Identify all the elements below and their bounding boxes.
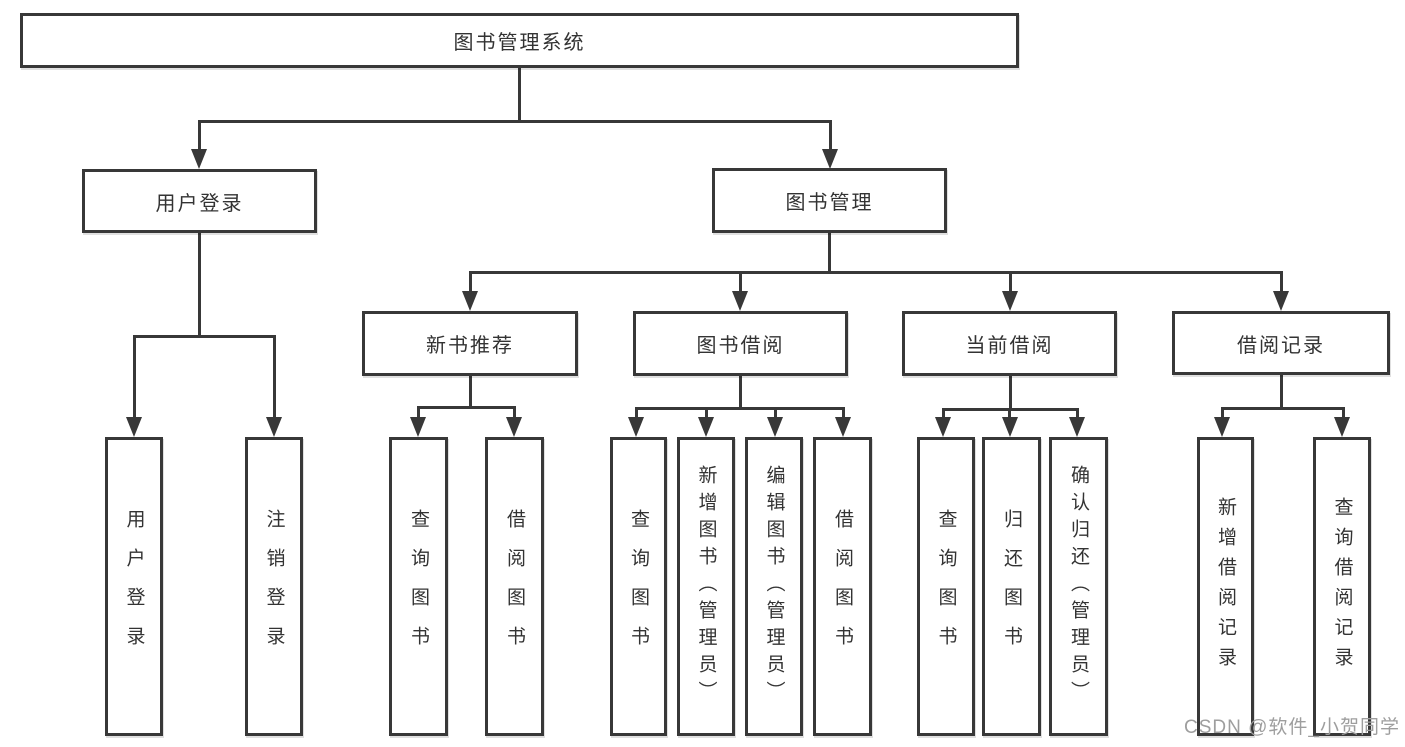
leaf-query-books-2-label: 查询图书 — [628, 508, 649, 665]
node-user-login: 用户登录 — [82, 169, 317, 233]
leaf-confirm-return-admin-label: 确认归还（管理员） — [1068, 465, 1089, 708]
leaf-query-borrow-record: 查询借阅记录 — [1313, 437, 1371, 736]
leaf-query-books-3-label: 查询图书 — [935, 508, 957, 665]
leaf-confirm-return-admin: 确认归还（管理员） — [1049, 437, 1108, 736]
leaf-user-login: 用户登录 — [105, 437, 163, 736]
leaf-return-books-label: 归还图书 — [1001, 508, 1022, 665]
leaf-add-borrow-record-label: 新增借阅记录 — [1215, 496, 1236, 677]
node-new-book-recommend: 新书推荐 — [362, 311, 578, 376]
connector-lines — [126, 68, 1350, 437]
leaf-query-books-3: 查询图书 — [917, 437, 975, 736]
node-book-management: 图书管理 — [712, 168, 947, 233]
leaf-query-books-1-label: 查询图书 — [408, 508, 429, 665]
leaf-logout-label: 注销登录 — [263, 508, 285, 665]
leaf-return-books: 归还图书 — [982, 437, 1041, 736]
node-book-borrow: 图书借阅 — [633, 311, 848, 376]
node-root-system: 图书管理系统 — [20, 13, 1019, 68]
leaf-query-books-2: 查询图书 — [610, 437, 667, 736]
node-borrow-records: 借阅记录 — [1172, 311, 1390, 375]
leaf-borrow-books-1: 借阅图书 — [485, 437, 544, 736]
leaf-query-borrow-record-label: 查询借阅记录 — [1331, 496, 1353, 677]
leaf-add-books-admin: 新增图书（管理员） — [677, 437, 735, 736]
leaf-borrow-books-1-label: 借阅图书 — [504, 508, 525, 665]
leaf-add-borrow-record: 新增借阅记录 — [1197, 437, 1254, 736]
leaf-add-books-admin-label: 新增图书（管理员） — [695, 465, 717, 708]
watermark: CSDN @软件_小贺同学 — [1184, 717, 1400, 738]
leaf-borrow-books-2: 借阅图书 — [813, 437, 872, 736]
leaf-user-login-label: 用户登录 — [123, 508, 145, 665]
leaf-logout: 注销登录 — [245, 437, 303, 736]
leaf-borrow-books-2-label: 借阅图书 — [832, 508, 853, 665]
leaf-edit-books-admin: 编辑图书（管理员） — [745, 437, 803, 736]
leaf-edit-books-admin-label: 编辑图书（管理员） — [763, 465, 785, 708]
leaf-query-books-1: 查询图书 — [389, 437, 448, 736]
node-current-borrow: 当前借阅 — [902, 311, 1117, 376]
